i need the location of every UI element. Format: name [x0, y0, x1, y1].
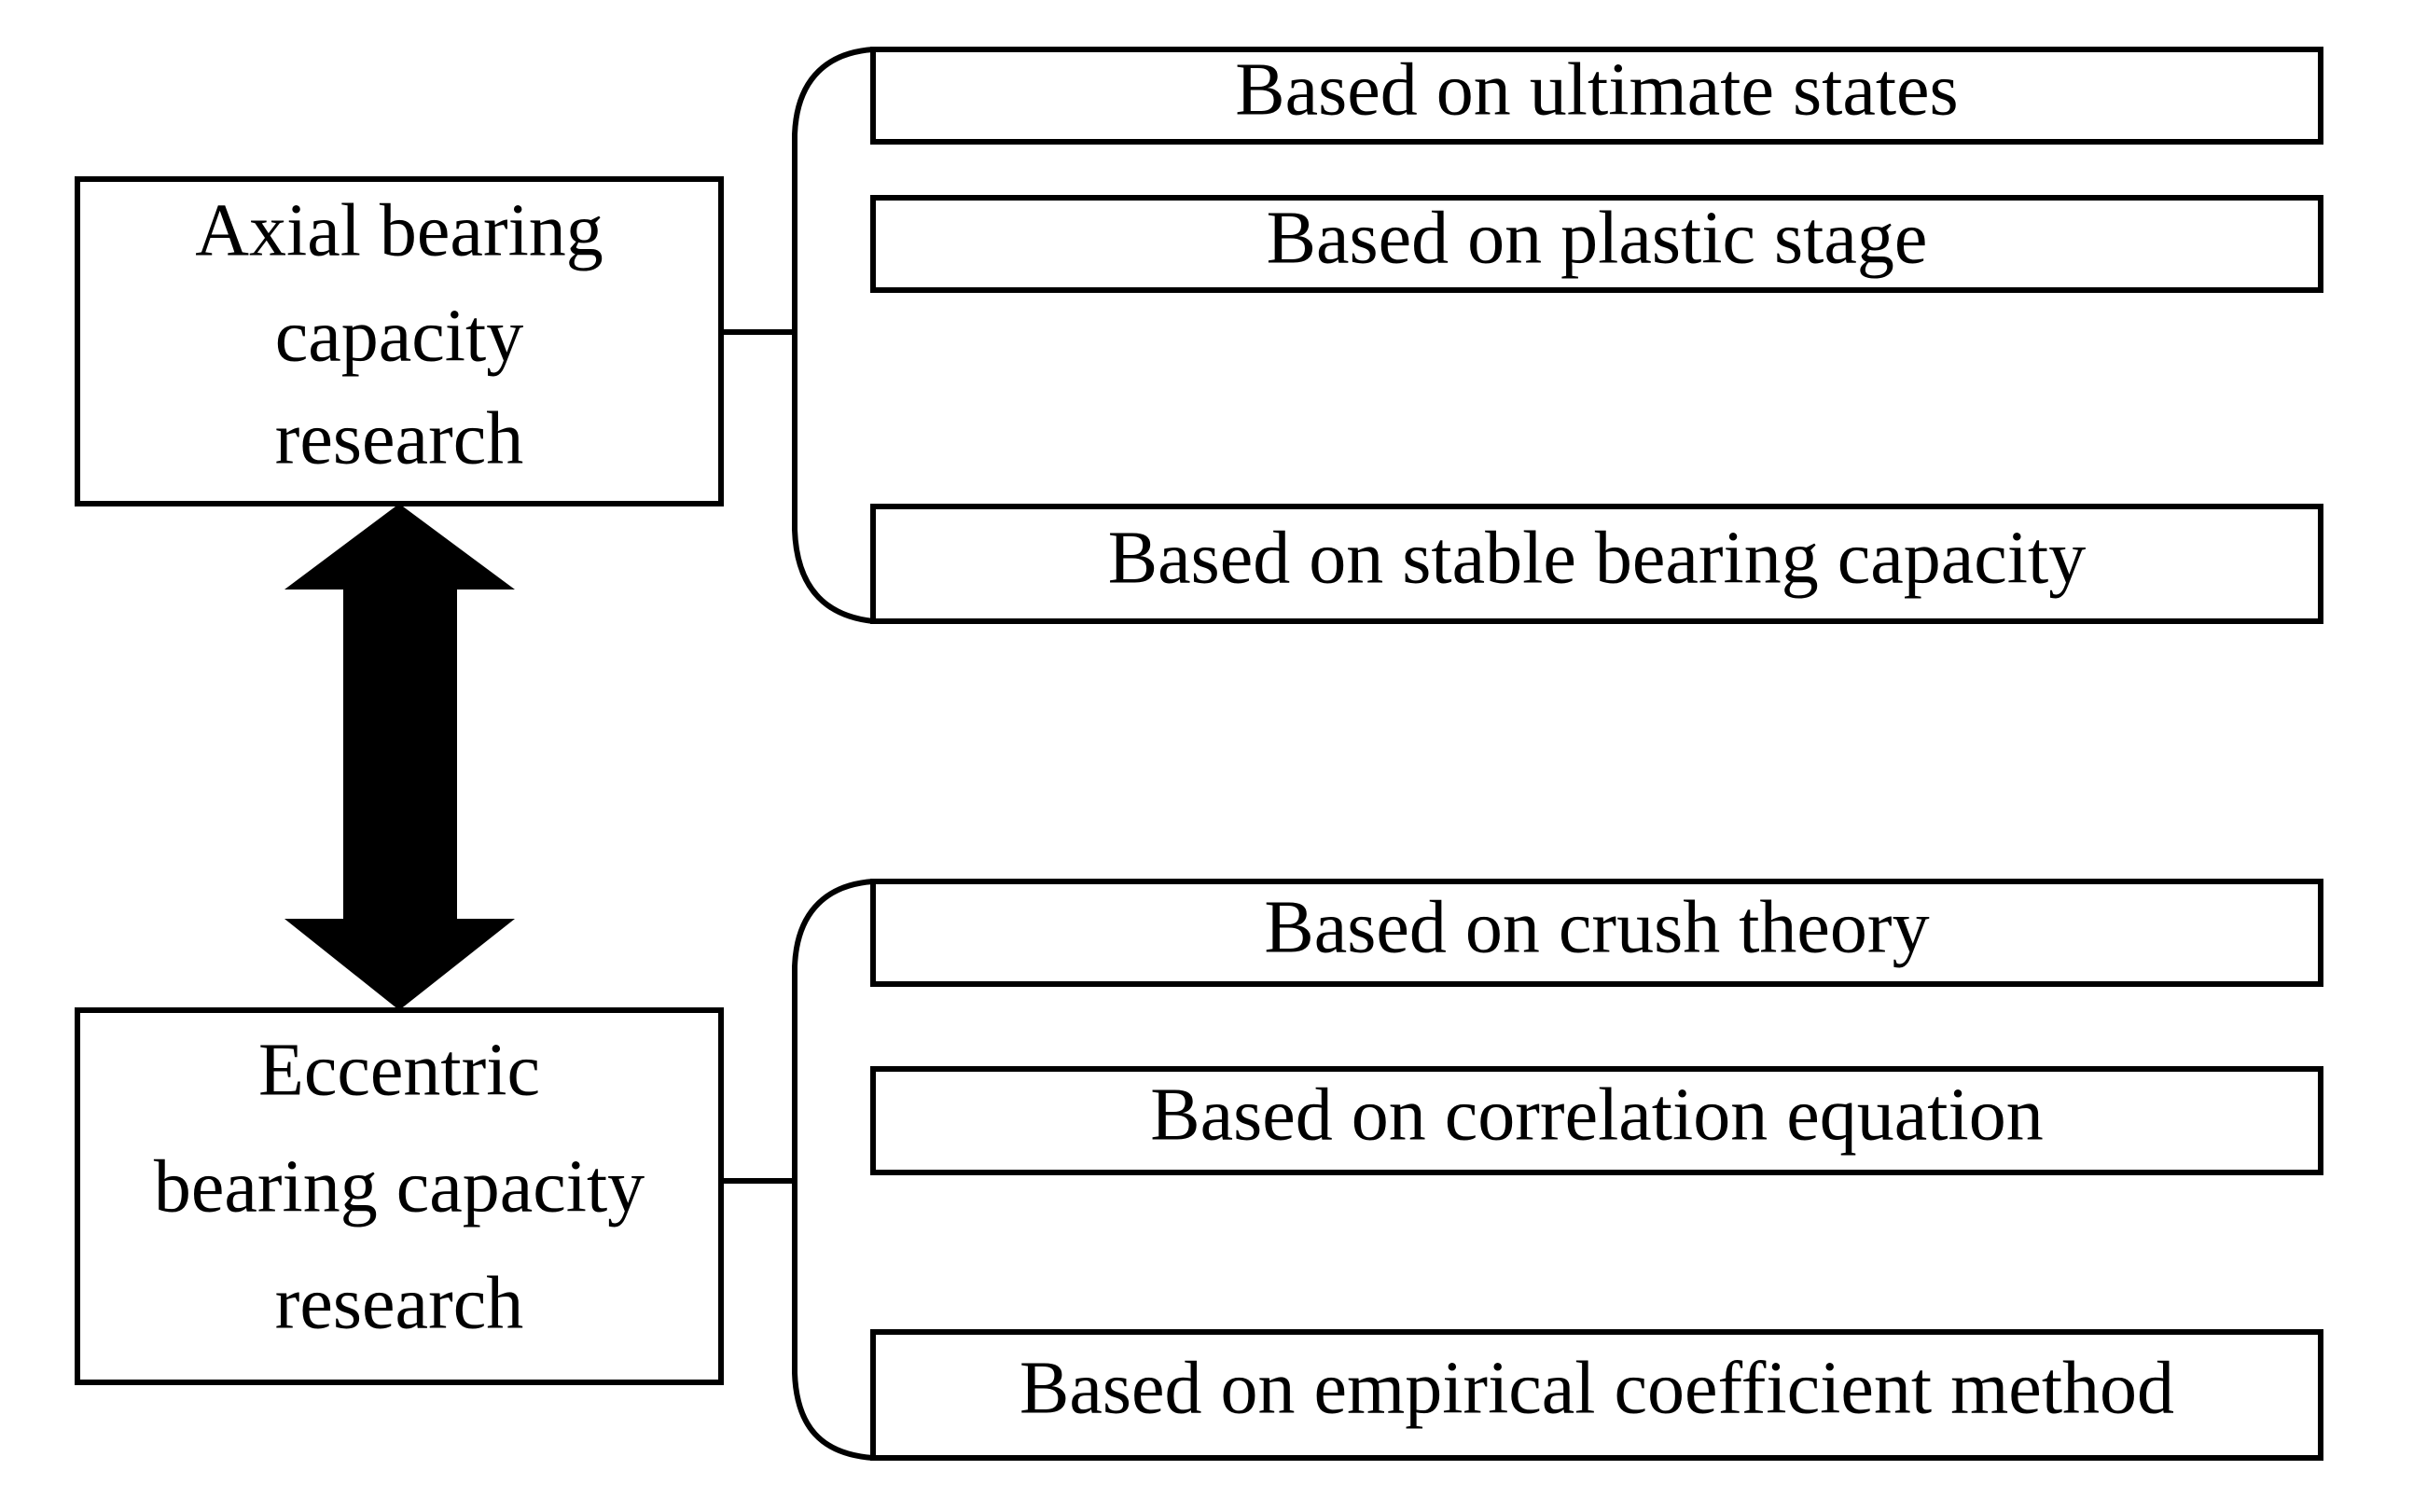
eccentric-child-3-box — [870, 1329, 2323, 1461]
node-eccentric-root[interactable]: Eccentric bearing capacity research — [75, 1007, 724, 1385]
double-headed-arrow-shape — [284, 504, 515, 1010]
axial-root-line-3: research — [275, 397, 523, 479]
eccentric-child-2-label: Based on correlation equation — [1150, 1074, 2043, 1156]
eccentric-root-line-3: research — [275, 1262, 523, 1344]
axial-child-1-label: Based on ultimate states — [1235, 49, 1958, 131]
eccentric-root-box — [75, 1007, 724, 1385]
eccentric-root-line-2: bearing capacity — [154, 1145, 645, 1228]
node-eccentric-child-2[interactable]: Based on correlation equation — [870, 1066, 2323, 1175]
eccentric-root-line-1: Eccentric — [258, 1029, 540, 1111]
axial-child-3-box — [870, 504, 2323, 624]
node-axial-child-1[interactable]: Based on ultimate states — [870, 47, 2323, 145]
eccentric-child-2-box — [870, 1066, 2323, 1175]
eccentric-brace-icon — [792, 879, 874, 1461]
eccentric-child-1-label: Based on crush theory — [1264, 886, 1929, 968]
node-axial-child-2[interactable]: Based on plastic stage — [870, 195, 2323, 293]
node-axial-root[interactable]: Axial bearing capacity research — [75, 176, 724, 506]
axial-child-3-label: Based on stable bearing capacity — [1108, 517, 2086, 599]
axial-child-1-box — [870, 47, 2323, 145]
axial-root-line-1: Axial bearing — [195, 189, 603, 271]
bidirectional-arrow-icon — [284, 504, 515, 1010]
axial-root-line-2: capacity — [275, 295, 523, 377]
axial-brace-icon — [792, 47, 874, 624]
node-eccentric-child-3[interactable]: Based on empirical coefficient method — [870, 1329, 2323, 1461]
eccentric-child-3-label: Based on empirical coefficient method — [1019, 1347, 2174, 1429]
eccentric-child-1-box — [870, 879, 2323, 987]
node-axial-child-3[interactable]: Based on stable bearing capacity — [870, 504, 2323, 624]
axial-child-2-box — [870, 195, 2323, 293]
node-eccentric-child-1[interactable]: Based on crush theory — [870, 879, 2323, 987]
axial-root-box — [75, 176, 724, 506]
axial-child-2-label: Based on plastic stage — [1267, 197, 1928, 279]
